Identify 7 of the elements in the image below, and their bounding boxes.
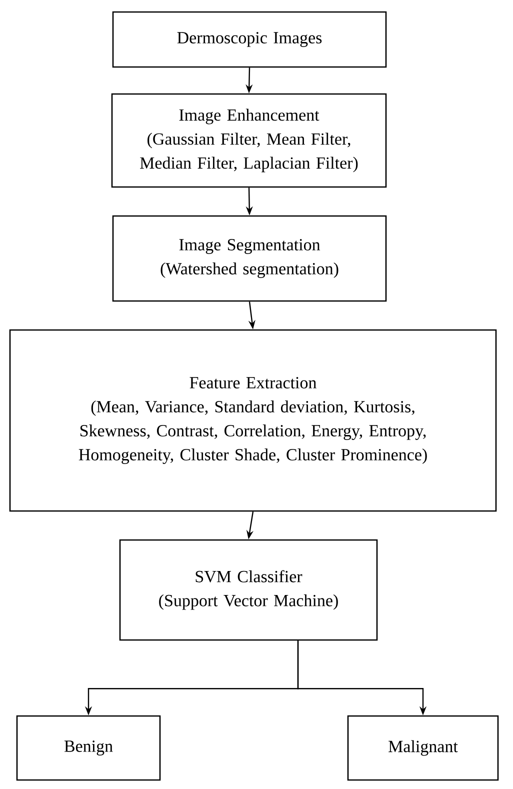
process-box: Image Segmentation (Watershed segmentation)	[112, 215, 387, 302]
process-box: Dermoscopic Images	[112, 11, 387, 68]
process-box: Benign	[16, 715, 161, 781]
process-box: Feature Extraction (Mean, Variance, Standard deviation, Kurtosis, Skewness, Contrast, Correlation, Energy, Entropy, Homogeneity, Cluster Shade, Cluster Prominence)	[9, 329, 497, 512]
process-box: Malignant	[347, 715, 499, 781]
process-box: SVM Classifier (Support Vector Machine)	[119, 539, 378, 641]
process-box: Image Enhancement (Gaussian Filter, Mean Filter, Median Filter, Laplacian Filter)	[111, 93, 387, 188]
